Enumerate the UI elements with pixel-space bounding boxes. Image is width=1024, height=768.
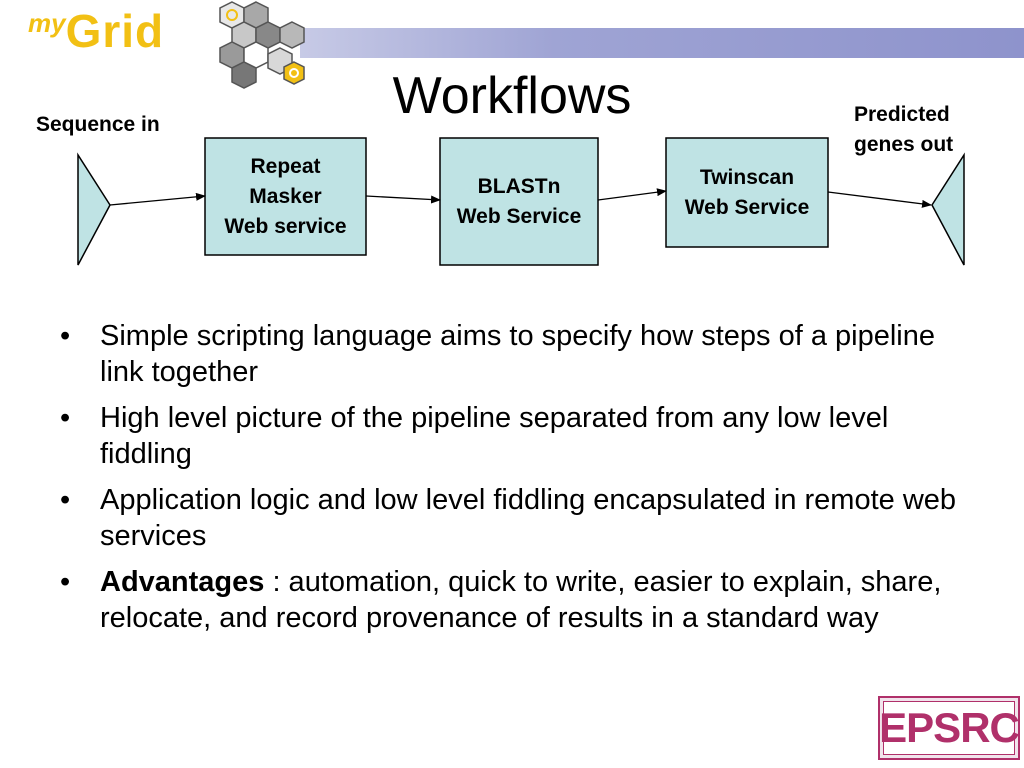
step-label-line: Repeat [250, 154, 321, 178]
step-label-twinscan: Twinscan Web Service [666, 138, 828, 247]
step-label-line: BLASTn [477, 174, 561, 198]
output-label: Predicted genes out [854, 100, 953, 160]
bullet-item: Simple scripting language aims to specif… [56, 318, 976, 390]
bullet-item: Advantages : automation, quick to write,… [56, 564, 976, 636]
connector-input-to-repeat-masker [109, 192, 206, 206]
step-label-line: Web service [224, 214, 347, 238]
bullet-item: High level picture of the pipeline separ… [56, 400, 976, 472]
connector-repeat-masker-to-blastn [365, 195, 441, 204]
mygrid-wordmark: myGrid [28, 4, 164, 58]
mygrid-logo: myGrid [0, 0, 310, 92]
epsrc-logo: EPSRC [878, 696, 1020, 760]
step-box-twinscan [665, 137, 829, 248]
output-port-shape [931, 152, 965, 266]
bullet-list: Simple scripting language aims to specif… [56, 318, 976, 646]
output-label-line1: Predicted [854, 103, 950, 126]
logo-prefix: my [28, 8, 66, 38]
connector-blastn-to-twinscan [597, 188, 667, 201]
bullet-item: Application logic and low level fiddling… [56, 482, 976, 554]
step-box-blastn [439, 137, 599, 266]
step-label-line: Masker [249, 184, 322, 208]
epsrc-logo-text: EPSRC [879, 701, 1020, 755]
hexagon-cluster-icon [219, 1, 305, 89]
workflow-diagram [77, 137, 965, 266]
connector-twinscan-to-output [827, 191, 932, 208]
output-label-line2: genes out [854, 133, 954, 156]
step-label-repeat-masker: Repeat Masker Web service [205, 138, 366, 255]
slide-title: Workflows [392, 67, 632, 125]
step-label-blastn: BLASTn Web Service [440, 138, 598, 265]
header-band [300, 28, 1024, 58]
input-label: Sequence in [36, 113, 160, 136]
step-label-line: Twinscan [699, 165, 795, 189]
bullet-text: : automation, quick to write, easier to … [100, 566, 942, 634]
bullet-text: High level picture of the pipeline separ… [100, 402, 889, 470]
bullet-text: Simple scripting language aims to specif… [100, 320, 936, 388]
step-label-line: Web Service [684, 195, 810, 219]
step-label-line: Web Service [456, 204, 582, 228]
bullet-bold-lead: Advantages [100, 566, 265, 598]
input-port-shape [77, 152, 111, 266]
bullet-text: Application logic and low level fiddling… [100, 484, 957, 552]
step-box-repeat-masker [204, 137, 367, 256]
logo-name: Grid [65, 5, 165, 57]
